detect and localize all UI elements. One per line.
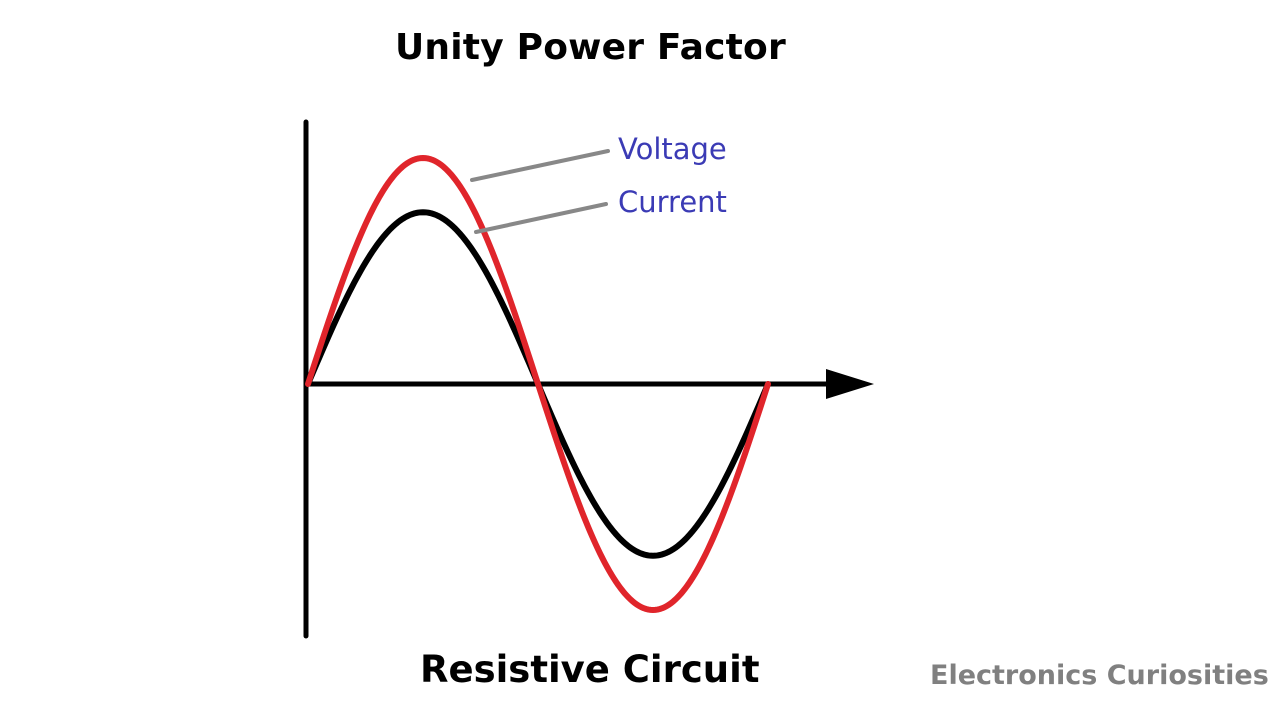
diagram-title: Unity Power Factor [395, 27, 786, 68]
horizontal-axis-arrowhead [826, 369, 874, 399]
watermark: Electronics Curiosities [930, 660, 1269, 691]
voltage-waveform [305, 155, 771, 613]
voltage-leader-line [470, 149, 610, 182]
current-leader-line [474, 202, 608, 234]
circuit-type-label: Resistive Circuit [420, 648, 760, 691]
voltage-label: Voltage [618, 132, 727, 166]
current-label: Current [618, 185, 727, 219]
